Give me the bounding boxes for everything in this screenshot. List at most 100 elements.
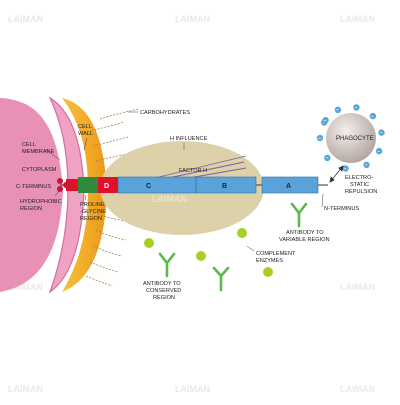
carbohydrate-chain <box>95 229 127 241</box>
negative-charge <box>334 106 342 114</box>
negative-charge <box>363 161 370 168</box>
leader-lines <box>45 111 324 252</box>
labels: CARBOHYDRATES CELL MEMBRANE CELL WALL CY… <box>16 110 377 301</box>
proline-glycine-segment <box>78 177 98 193</box>
proline-glycine-label: -GLYCINE <box>80 209 106 215</box>
complement-enzyme <box>144 238 154 248</box>
c-terminus-label: C-TERMINUS <box>16 184 51 190</box>
complement-enzyme <box>237 228 247 238</box>
hydrophobic-segment <box>66 179 78 191</box>
center-watermark: LAIMAN <box>152 194 187 204</box>
cell-wall-label: CELL <box>78 124 92 130</box>
negative-charge-sign: − <box>336 108 339 114</box>
factor-h-label: FACTOR H <box>179 168 207 174</box>
negative-charge <box>378 129 385 136</box>
segment-a-label: A <box>286 183 291 190</box>
negative-charge-sign: − <box>377 149 380 155</box>
antibody-shape <box>158 252 176 278</box>
hydrophobic-region-label: REGION <box>20 206 42 212</box>
cell-membrane-label: MEMBRANE <box>22 149 55 155</box>
carbohydrate-chain <box>89 261 119 273</box>
repulsion-arrow-head <box>329 176 335 183</box>
complement-enzymes-label: COMPLEMENT <box>256 251 296 257</box>
carbohydrate-chain <box>87 121 125 133</box>
negative-charge-sign: − <box>324 118 327 124</box>
antibody-variable-label: VARIABLE REGION <box>279 237 330 243</box>
negative-charge <box>353 104 360 111</box>
bacterial-cell <box>0 96 107 294</box>
antibody-variable-label: ANTIBODY TO <box>286 230 324 236</box>
proline-glycine-label: PROLINE <box>80 202 105 208</box>
negative-charge <box>324 154 331 162</box>
segment-d-label: D <box>104 183 109 190</box>
phagocyte-charges: −−−−−−−−−−− <box>316 104 385 172</box>
carbohydrate-chain <box>99 108 139 120</box>
watermark: LAIMAN <box>8 384 43 394</box>
watermark: LAIMAN <box>340 14 375 24</box>
phagocyte-label: PHAGOCYTE <box>336 136 374 142</box>
antibody-shape <box>290 202 308 228</box>
repulsion-arrow-head <box>338 165 344 172</box>
carbohydrate-chains <box>85 108 139 287</box>
cell-membrane-label: CELL <box>22 142 36 148</box>
membrane-leader <box>45 149 61 161</box>
negative-charge-sign: − <box>371 114 374 120</box>
watermark: LAIMAN <box>340 384 375 394</box>
cytoplasm-label: CYTOPLASM <box>22 167 57 173</box>
negative-charge-sign: − <box>322 120 325 126</box>
watermark: LAIMAN <box>175 14 210 24</box>
negative-charge <box>369 112 377 120</box>
complement-enzyme <box>263 267 273 277</box>
segment-b-label: B <box>222 183 227 190</box>
antibody-conserved-label: ANTIBODY TO <box>143 281 181 287</box>
watermarks: LAIMAN LAIMAN LAIMAN LAIMAN LAIMAN LAIMA… <box>8 14 375 394</box>
c-region <box>117 176 197 194</box>
antibody-conserved <box>158 252 176 278</box>
negative-charge-sign: − <box>380 130 383 136</box>
complement-enzymes-label: ENZYMES <box>256 258 283 264</box>
antibody-conserved-label: CONSERVED <box>146 288 181 294</box>
cell-wall <box>62 98 107 292</box>
phagocyte-cell <box>326 113 376 163</box>
negative-charge <box>316 134 324 142</box>
electrostatic-arrow <box>329 165 344 183</box>
cytoplasm-region <box>0 98 63 292</box>
electrostatic-repulsion-label: REPULSION <box>345 189 377 195</box>
complement-leader <box>246 245 255 252</box>
n-terminus-label: N-TERMINUS <box>324 206 359 212</box>
antibody-variable <box>290 202 308 228</box>
phagocyte: PHAGOCYTE <box>326 113 376 163</box>
negative-charge-sign: − <box>326 156 329 162</box>
proline-glycine-label: REGION <box>80 216 102 222</box>
hydrophobic-region-label: HYDROPHOBIC <box>20 199 62 205</box>
electrostatic-repulsion-label: ELECTRO- <box>345 175 373 181</box>
electrostatic-repulsion-label: STATIC <box>350 182 369 188</box>
cell-membrane <box>48 96 85 294</box>
watermark: LAIMAN <box>8 282 43 292</box>
carbohydrate-chain <box>85 275 113 287</box>
carbohydrate-chain <box>92 245 123 257</box>
segment-c-label: C <box>146 183 151 190</box>
negative-charge-sign: − <box>344 166 347 172</box>
antibody-free <box>212 266 230 292</box>
antibody-conserved-label: REGION <box>153 295 175 301</box>
wall-leader <box>83 137 88 151</box>
negative-charge <box>342 165 349 172</box>
hydrophobic-bead <box>57 178 63 184</box>
cell-wall-label: WALL <box>78 131 93 137</box>
m-protein: D C B A <box>60 176 328 194</box>
h-influence-label: H INFLUENCE <box>170 136 208 142</box>
complement-enzymes <box>144 228 273 277</box>
watermark: LAIMAN <box>8 14 43 24</box>
d-region <box>98 177 118 193</box>
negative-charge <box>322 117 329 124</box>
complement-enzyme <box>196 251 206 261</box>
antibody-shape <box>212 266 230 292</box>
hydrophobic-leader <box>54 189 61 197</box>
hydrophobic-beads <box>57 178 69 192</box>
carbohydrate-chain <box>92 136 129 147</box>
negative-charge-sign: − <box>355 105 358 111</box>
watermark: LAIMAN <box>340 282 375 292</box>
hydrophobic-bead <box>63 182 69 188</box>
